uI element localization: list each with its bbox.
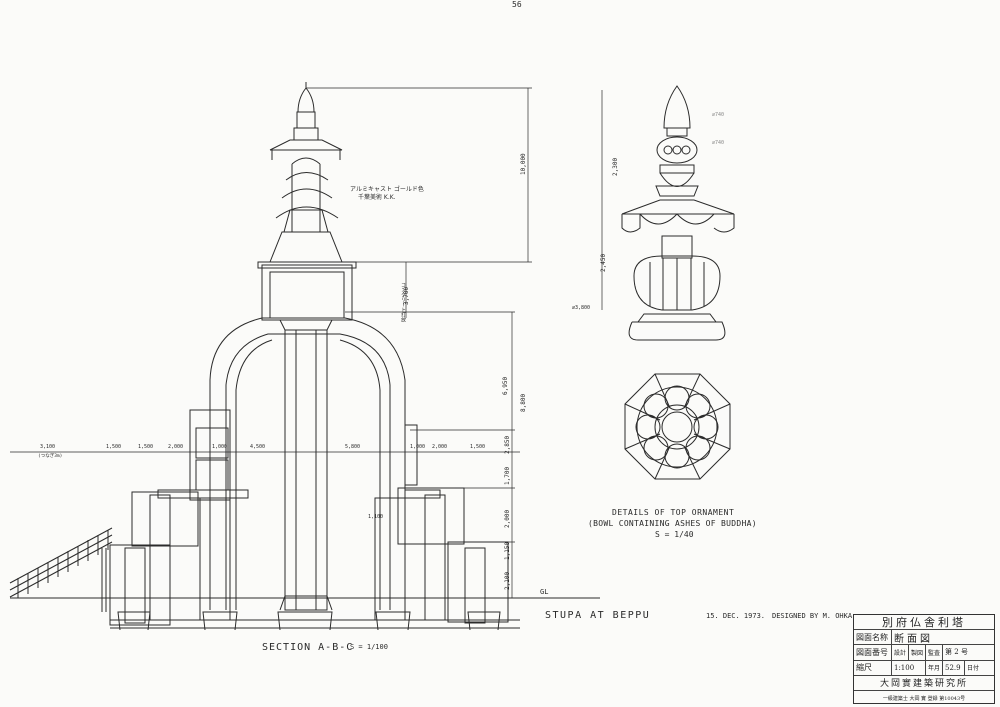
footings: [117, 611, 501, 631]
dimension-label: 4,500: [250, 444, 266, 450]
dimension-label: 10,000: [520, 153, 527, 175]
drawing-name: 断面図: [894, 633, 933, 645]
material-note-line2: 千葉美術 K.K.: [358, 194, 396, 201]
ornament-title: DETAILS OF TOP ORNAMENT: [612, 508, 735, 517]
sheet-no-unit: 号: [960, 648, 968, 657]
dimension-label: 2,000: [432, 444, 448, 450]
sheet-no: 第 2 号: [943, 645, 994, 659]
dimension-label: 3,700: [403, 286, 410, 305]
dome: [209, 317, 406, 610]
scale-value: 1:100: [892, 660, 926, 675]
dimension-label: 1,150: [504, 541, 511, 560]
ornament-dimension: 2,300: [612, 157, 619, 176]
material-note-line1: アルミキャスト ゴールド色: [350, 186, 424, 193]
dimension-label: 3,100: [40, 444, 56, 450]
drawing-date: 15. DEC. 1973.: [706, 612, 766, 620]
dimension-label: 1,500: [138, 444, 154, 450]
dimension-label: 8,800: [520, 393, 527, 412]
title-row-number: 図面番号 設計 製図 監査 第 2 号: [854, 645, 994, 661]
title-row-scale: 縮尺 1:100 年月 52.9 日付: [854, 660, 994, 676]
dimension-label: 1,700: [504, 466, 511, 485]
ornament-side-note: ⌀740: [712, 112, 725, 118]
dimension-subnote: (つなぎ3m): [38, 454, 63, 459]
title-row-drawing: 図面名称 断面図: [854, 630, 994, 646]
dimension-label: 1,000: [410, 444, 426, 450]
stamp-area: [548, 604, 678, 624]
spire-tiers: [269, 82, 343, 263]
designer: DESIGNED BY M. OHKA: [772, 612, 853, 620]
office-sub: 一級建築士 大岡 實 登録 第10043号: [882, 695, 966, 702]
office-name: 大岡實建築研究所: [854, 676, 994, 691]
sheet-no-label: 第: [945, 648, 952, 657]
ornament-plan: [624, 373, 731, 480]
dimension-label: 1,000: [212, 444, 228, 450]
ornament-scale: S = 1/40: [655, 530, 694, 539]
section-scale: S = 1/100: [350, 643, 388, 651]
stamp-label: STUPA AT BEPPU: [545, 610, 651, 621]
title-block: 別府仏舎利塔 図面名称 断面図 図面番号 設計 製図 監査 第 2 号 縮尺 1…: [853, 614, 995, 704]
ornament-elevation: [601, 85, 735, 341]
check-label: 監査: [926, 645, 943, 660]
scale-label: 縮尺: [854, 660, 892, 675]
vertical-dimension-lines: [306, 87, 532, 598]
date-value: 52.9: [943, 660, 965, 675]
sheet-no-value: 2: [954, 648, 959, 657]
central-column: [279, 329, 333, 611]
ornament-subtitle: (BOWL CONTAINING ASHES OF BUDDHA): [588, 519, 757, 528]
dimension-label: 2,100: [504, 571, 511, 590]
spire-base: [257, 261, 357, 331]
stair-railing: [9, 527, 113, 612]
dimension-label: 1,500: [106, 444, 122, 450]
left-terraces: [109, 409, 520, 629]
approve-label: 製図: [909, 645, 926, 660]
set-label: 設計: [892, 645, 909, 660]
dimension-label: 2,000: [504, 509, 511, 528]
sheet-number: 56: [512, 0, 522, 9]
date-label: 年月: [926, 660, 943, 675]
drawing-no-label: 図面番号: [854, 645, 892, 660]
right-terraces: [374, 424, 509, 624]
ornament-dimension: ⌀3,800: [572, 305, 591, 311]
dimension-label: 5,800: [345, 444, 361, 450]
section-linework: [9, 82, 600, 631]
concrete-note: コンクリート打放: [400, 282, 406, 322]
dimension-label: 2,000: [168, 444, 184, 450]
dimension-label: 2,850: [504, 435, 511, 454]
date-extra: 日付: [967, 665, 980, 673]
drawing-name-label: 図面名称: [854, 630, 892, 645]
section-title: SECTION A-B-C: [262, 642, 354, 653]
dimension-label: 6,950: [502, 376, 509, 395]
ornament-side-note: ⌀740: [712, 140, 725, 146]
inner-dimension-label: 1,100: [368, 514, 384, 520]
ground-level-label: GL: [540, 588, 549, 596]
ornament-dimension: 2,450: [600, 253, 607, 272]
dimension-label: 1,500: [470, 444, 486, 450]
project-name: 別府仏舎利塔: [854, 615, 994, 631]
